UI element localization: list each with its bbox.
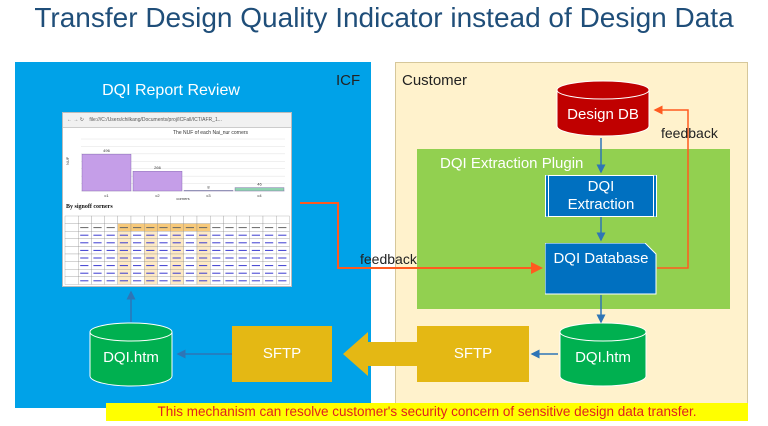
chart-bar-c1 xyxy=(81,153,132,192)
bottom-note: This mechanism can resolve customer's se… xyxy=(106,403,748,421)
feedback-label-right: feedback xyxy=(661,125,718,141)
design-db-label: Design DB xyxy=(567,106,639,123)
chart-category-label: c2 xyxy=(155,193,160,198)
chart-bar-c4 xyxy=(234,187,285,192)
feedback-label-left: feedback xyxy=(360,251,417,267)
report-bar-chart: 496 c1 266 c2 8 c3 46 c4 corners NUF xyxy=(65,138,285,201)
customer-label: Customer xyxy=(402,72,468,89)
customer-dqi-file-label: DQI.htm xyxy=(575,349,631,366)
chart-category-label: c1 xyxy=(104,193,109,198)
browser-address-bar: ← → ↻ file:///C:/Users/chilkang/Document… xyxy=(63,113,291,128)
dqi-report-review-title: DQI Report Review xyxy=(102,82,240,99)
back-forward-icons: ← → ↻ xyxy=(67,117,84,123)
chart-value-label: 8 xyxy=(207,184,210,189)
chart-category-label: c3 xyxy=(206,193,211,198)
feedback-left-arrow xyxy=(300,202,543,274)
dqi-database-shape xyxy=(545,243,657,295)
chart-bar-c2 xyxy=(132,171,183,192)
chart-value-label: 496 xyxy=(103,148,110,153)
signoff-corners-heading: By signoff corners xyxy=(66,204,113,210)
icf-label: ICF xyxy=(336,72,361,89)
signoff-table xyxy=(64,215,290,285)
design-db-cylinder xyxy=(556,80,650,137)
icf-sftp-box: SFTP xyxy=(232,326,332,382)
icf-dqi-file-cylinder xyxy=(89,322,173,387)
icf-dqi-file-label: DQI.htm xyxy=(103,349,159,366)
chart-value-label: 46 xyxy=(257,182,262,187)
report-browser-window: ← → ↻ file:///C:/Users/chilkang/Document… xyxy=(62,112,292,287)
chart-category-label: c4 xyxy=(257,193,262,198)
browser-url: file:///C:/Users/chilkang/Documents/proj… xyxy=(89,117,222,123)
plugin-label: DQI Extraction Plugin xyxy=(440,155,584,172)
dqi-database-label: DQI Database xyxy=(553,250,649,267)
report-chart-title: The NUF of each Nai_nur corners xyxy=(173,130,249,136)
chart-bar-c3 xyxy=(183,190,234,192)
chart-y-axis-label: NUF xyxy=(65,156,70,165)
customer-dqi-file-cylinder xyxy=(559,322,647,387)
chart-value-label: 266 xyxy=(154,165,161,170)
sftp-transfer-arrow xyxy=(343,332,417,376)
dqi-extraction-box: DQI Extraction xyxy=(545,175,657,217)
chart-x-axis-label: corners xyxy=(176,196,189,201)
feedback-right-arrow xyxy=(653,105,689,269)
slide-title: Transfer Design Quality Indicator instea… xyxy=(34,2,734,33)
customer-sftp-box: SFTP xyxy=(417,326,529,382)
